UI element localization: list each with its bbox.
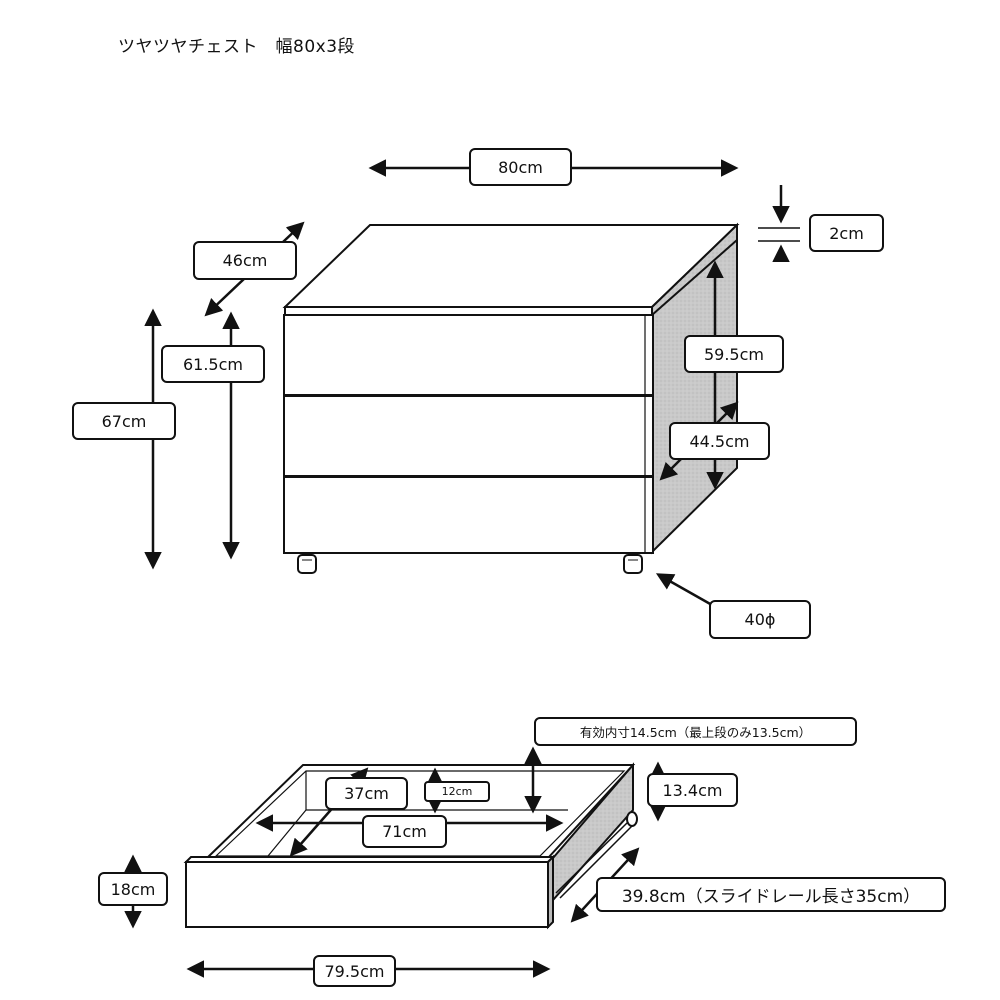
side-height-label: 59.5cm (684, 335, 784, 373)
top-thickness-label: 2cm (809, 214, 884, 252)
rail-depth-label: 39.8cm（スライドレール長さ35cm） (596, 877, 946, 912)
caster-label: 40ϕ (709, 600, 811, 639)
inner-depth-label: 37cm (325, 777, 408, 810)
chest-drawer-1 (283, 314, 654, 396)
depth-label: 46cm (193, 241, 297, 280)
front-width-label: 79.5cm (313, 955, 396, 987)
drawer-side-height-label: 13.4cm (647, 773, 738, 807)
chest-top-edge (284, 306, 653, 316)
body-height-label: 61.5cm (161, 345, 265, 383)
chest-drawer-2 (283, 395, 654, 477)
inner-wall-label: 12cm (424, 781, 490, 802)
drawer-front (185, 861, 549, 928)
caster-left-icon (297, 554, 317, 574)
rail-roller-icon (626, 811, 638, 827)
effective-inner-label: 有効内寸14.5cm（最上段のみ13.5cm） (534, 717, 857, 746)
caster-right-icon (623, 554, 643, 574)
caster-arrow (655, 573, 713, 607)
side-depth-label: 44.5cm (669, 422, 770, 460)
diagram-title: ツヤツヤチェスト 幅80x3段 (118, 37, 356, 57)
front-height-label: 18cm (98, 872, 168, 906)
total-height-label: 67cm (72, 402, 176, 440)
chest-drawer-3 (283, 476, 654, 554)
inner-width-label: 71cm (362, 815, 447, 848)
chest-body (282, 222, 740, 574)
width-label: 80cm (469, 148, 572, 186)
